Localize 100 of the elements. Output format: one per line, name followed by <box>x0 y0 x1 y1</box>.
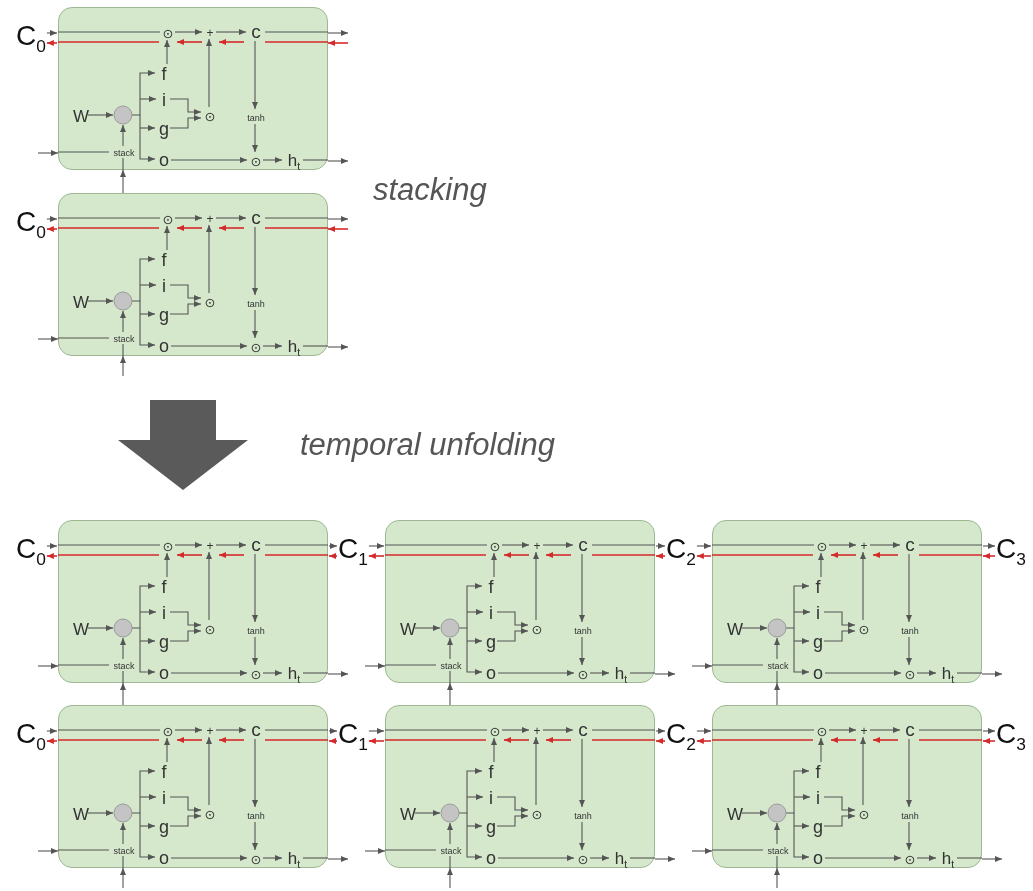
gate-label: o <box>486 664 496 682</box>
arrow <box>328 543 338 549</box>
tanh-label: tanh <box>574 811 592 821</box>
lstm-cell <box>58 193 328 356</box>
arrow <box>696 543 712 549</box>
multiply-symbol: ⊙ <box>250 340 262 354</box>
cell-state-label: C$_{0}$ <box>16 535 46 563</box>
multiply-symbol: ⊙ <box>816 724 828 738</box>
multiply-symbol: ⊙ <box>162 212 174 226</box>
lstm-cell <box>58 705 328 868</box>
gate-label: o <box>159 337 169 355</box>
cell-state-label: C$_{0}$ <box>16 22 46 50</box>
arrow <box>327 856 349 862</box>
arrow <box>447 867 453 889</box>
gate-label: g <box>159 818 169 836</box>
weight-label: W <box>400 620 416 638</box>
hidden-state-label: h$_{t}$ <box>287 337 301 355</box>
arrow <box>46 543 58 549</box>
multiply-symbol: ⊙ <box>162 724 174 738</box>
multiply-symbol: ⊙ <box>531 622 543 636</box>
cell-state-label: C$_{3}$ <box>996 535 1026 563</box>
arrow <box>327 158 349 164</box>
multiply-symbol: ⊙ <box>162 26 174 40</box>
lstm-cell <box>58 520 328 683</box>
hidden-state-label: h$_{t}$ <box>941 849 955 867</box>
arrow <box>368 553 385 559</box>
gate-label: g <box>486 633 496 651</box>
gate-label: g <box>159 120 169 138</box>
arrow <box>655 738 666 744</box>
multiply-symbol: ⊙ <box>489 539 501 553</box>
plus-symbol: + <box>860 540 868 552</box>
gate-label: i <box>489 789 493 807</box>
plus-symbol: + <box>206 27 214 39</box>
lstm-cell <box>385 705 655 868</box>
arrow <box>328 738 338 744</box>
weight-label: W <box>400 805 416 823</box>
arrow <box>368 543 385 549</box>
gate-label: f <box>161 251 167 269</box>
plus-symbol: + <box>206 540 214 552</box>
arrow <box>364 663 386 669</box>
multiply-symbol: ⊙ <box>577 852 589 866</box>
arrow <box>120 355 126 377</box>
arrow <box>37 336 59 342</box>
arrow <box>327 671 349 677</box>
stack-label: stack <box>767 846 789 856</box>
multiply-symbol: ⊙ <box>816 539 828 553</box>
multiply-symbol: ⊙ <box>250 154 262 168</box>
tanh-label: tanh <box>247 113 265 123</box>
arrow <box>120 169 126 194</box>
gate-label: o <box>159 151 169 169</box>
hidden-state-label: h$_{t}$ <box>614 849 628 867</box>
tanh-label: tanh <box>901 626 919 636</box>
cell-state-label: C$_{3}$ <box>996 720 1026 748</box>
hidden-state-label: h$_{t}$ <box>287 849 301 867</box>
arrow <box>46 30 58 36</box>
weight-label: W <box>73 293 89 311</box>
stack-label: stack <box>113 148 135 158</box>
stack-label: stack <box>767 661 789 671</box>
cell-state-label: c <box>251 21 261 41</box>
hidden-state-label: h$_{t}$ <box>287 664 301 682</box>
annotation-text: stacking <box>373 172 487 208</box>
cell-state-label: c <box>251 534 261 554</box>
tanh-label: tanh <box>901 811 919 821</box>
arrow <box>691 663 713 669</box>
arrow <box>37 848 59 854</box>
hidden-state-label: h$_{t}$ <box>941 664 955 682</box>
weight-label: W <box>73 805 89 823</box>
multiply-symbol: ⊙ <box>904 852 916 866</box>
cell-state-label: c <box>578 534 588 554</box>
cell-state-label: c <box>251 719 261 739</box>
arrow <box>691 848 713 854</box>
cell-state-label: C$_{1}$ <box>338 535 368 563</box>
arrow <box>655 543 666 549</box>
cell-state-label: C$_{0}$ <box>16 720 46 748</box>
arrow <box>328 553 338 559</box>
arrow <box>46 226 58 232</box>
lstm-cell <box>712 705 982 868</box>
lstm-cell <box>58 7 328 170</box>
arrow <box>46 738 58 744</box>
plus-symbol: + <box>860 725 868 737</box>
cell-state-label: C$_{0}$ <box>16 208 46 236</box>
lstm-cell <box>712 520 982 683</box>
cell-state-label: C$_{2}$ <box>666 720 696 748</box>
arrow <box>328 728 338 734</box>
multiply-symbol: ⊙ <box>162 539 174 553</box>
arrow <box>655 553 666 559</box>
gate-label: g <box>813 633 823 651</box>
stack-label: stack <box>113 846 135 856</box>
gate-label: o <box>486 849 496 867</box>
stack-label: stack <box>113 661 135 671</box>
arrow <box>368 738 385 744</box>
arrow <box>774 682 780 706</box>
arrow <box>37 150 59 156</box>
weight-label: W <box>73 107 89 125</box>
multiply-symbol: ⊙ <box>489 724 501 738</box>
tanh-label: tanh <box>247 299 265 309</box>
arrow <box>982 543 996 549</box>
gate-label: g <box>159 633 169 651</box>
plus-symbol: + <box>206 213 214 225</box>
multiply-symbol: ⊙ <box>204 807 216 821</box>
